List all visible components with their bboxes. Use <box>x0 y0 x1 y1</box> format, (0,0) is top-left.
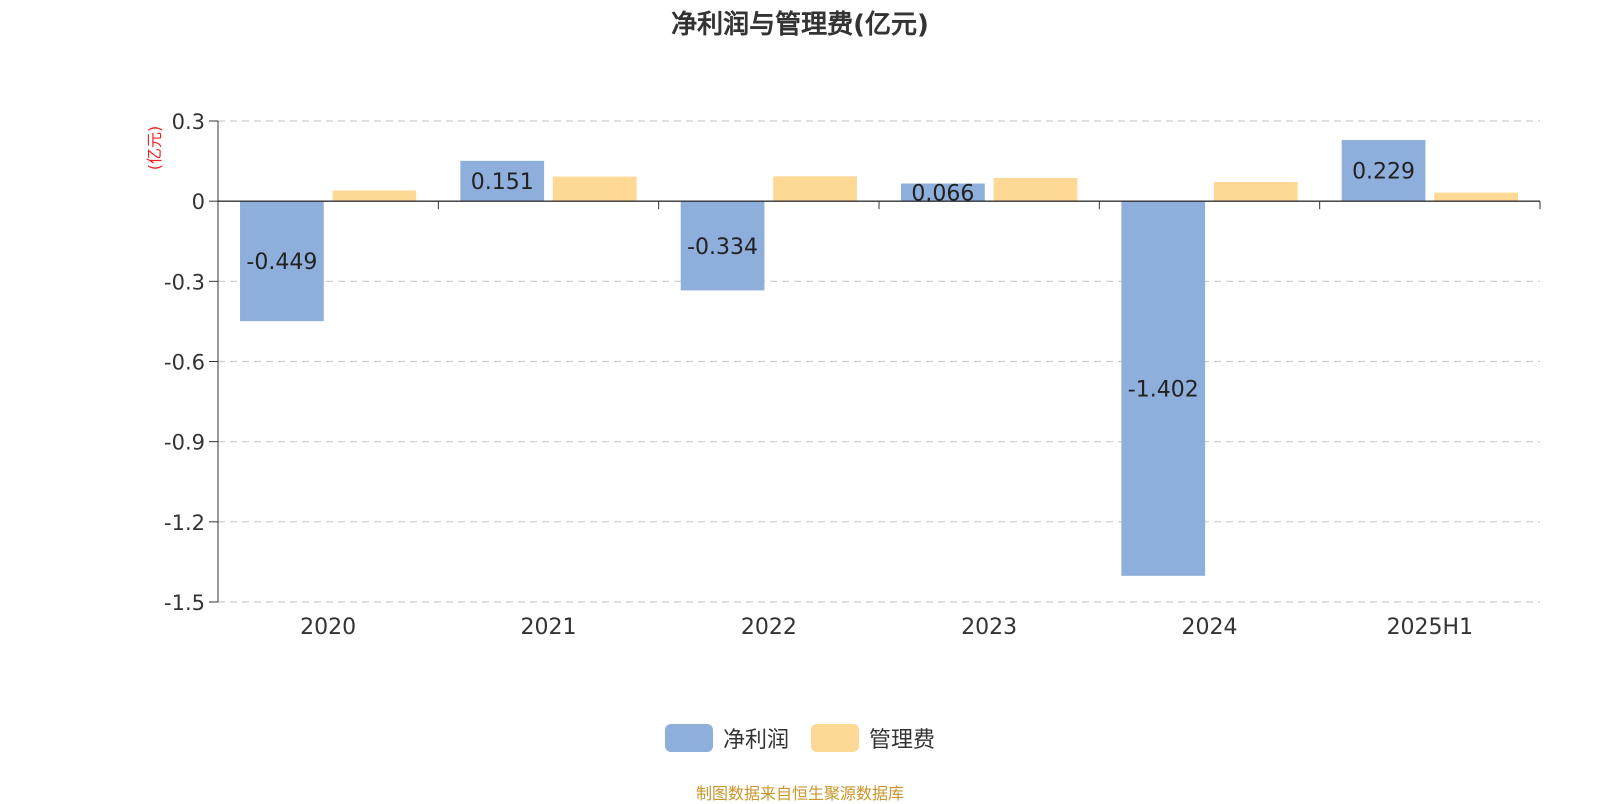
axes: 0.3 0 -0.3 -0.6 -0.9 -1.2 -1.5 2020 2021 2022 2023… <box>164 110 1541 640</box>
y-tick-label: 0 <box>192 190 205 214</box>
legend-label-net-profit: 净利润 <box>722 728 789 753</box>
bar-net-profit <box>460 160 545 202</box>
y-tick-label: 0.3 <box>172 110 205 134</box>
bar-admin-expense <box>332 190 417 202</box>
bar-admin-expense <box>993 177 1078 202</box>
legend-item-net-profit[interactable]: 净利润 <box>664 722 789 754</box>
x-tick-label: 2020 <box>300 615 356 640</box>
bar-net-profit <box>680 201 765 291</box>
source-note: 制图数据来自恒生聚源数据库 <box>695 784 904 803</box>
y-tick-label: -0.3 <box>164 270 205 294</box>
data-label: 0.151 <box>471 170 534 195</box>
bar-admin-expense <box>773 176 857 202</box>
bar-net-profit <box>1341 139 1426 202</box>
y-axis-unit-label: (亿元) <box>145 126 164 171</box>
data-label: 0.066 <box>911 181 974 206</box>
x-tick-label: 2024 <box>1182 615 1238 640</box>
bar-net-profit <box>1121 201 1206 576</box>
legend-swatch-net-profit <box>664 724 713 752</box>
y-tick-label: -1.2 <box>164 511 205 535</box>
bar-admin-expense <box>1434 192 1518 202</box>
bar-admin-expense <box>1213 181 1298 202</box>
legend-item-admin-expense[interactable]: 管理费 <box>811 722 935 754</box>
bar-net-profit <box>901 183 985 202</box>
x-tick-label: 2021 <box>521 615 577 640</box>
bar-admin-expense <box>552 176 637 202</box>
x-tick-label: 2025H1 <box>1387 615 1474 640</box>
data-label: -1.402 <box>1128 377 1199 402</box>
x-tick-label: 2023 <box>961 615 1017 640</box>
data-label: -0.449 <box>246 250 317 275</box>
bars <box>240 139 1518 576</box>
bar-net-profit <box>240 201 324 322</box>
chart-title: 净利润与管理费(亿元) <box>671 10 929 40</box>
legend-label-admin-expense: 管理费 <box>869 728 936 753</box>
grid-lines <box>218 120 1540 603</box>
y-tick-label: -1.5 <box>164 591 205 615</box>
data-labels: -0.449 0.151 -0.334 0.066 -1.402 0.229 <box>246 160 1415 403</box>
data-label: 0.229 <box>1352 160 1415 185</box>
y-tick-label: -0.6 <box>164 351 205 375</box>
legend-swatch-admin-expense <box>811 724 859 752</box>
x-tick-label: 2022 <box>741 615 797 640</box>
data-label: -0.334 <box>687 235 758 260</box>
y-tick-label: -0.9 <box>164 431 205 455</box>
legend: 净利润 管理费 <box>0 722 1600 754</box>
